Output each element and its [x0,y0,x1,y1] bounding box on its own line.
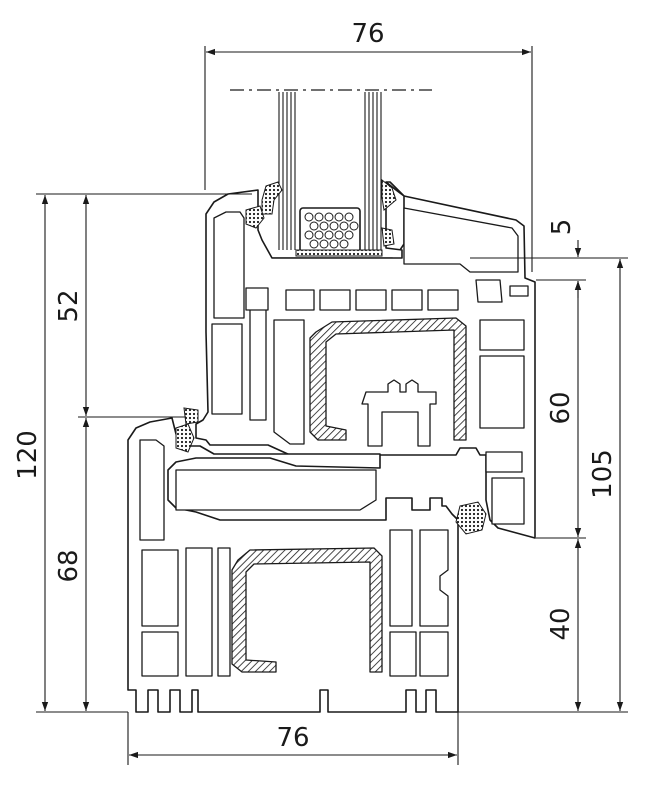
glass-seal [295,249,383,257]
sash-profile [195,181,536,539]
sash-outer-seal [245,205,265,229]
dim-top-width: 76 [204,19,533,272]
frame-profile [127,417,459,713]
dim-right-total-label: 105 [588,449,618,499]
outer-glass-pane [278,92,296,250]
frame-outer-seal [175,423,195,453]
sash-steel-reinforcement [309,317,467,441]
outer-glazing-gasket [261,181,283,215]
center-seal [455,501,487,535]
gaskets [175,178,487,535]
dim-right-upper: 60 [546,281,582,537]
dim-right-total: 105 [588,259,624,711]
dim-right-upper-label: 60 [546,391,576,424]
dim-left-upper: 52 [54,195,90,416]
dim-right-lower: 40 [546,539,582,711]
dim-bottom-width-label: 76 [276,723,309,753]
dim-top-width-label: 76 [351,19,384,49]
dim-left-lower: 68 [54,418,90,711]
spacer-bar [299,207,361,253]
dim-left-total-label: 120 [13,430,43,480]
dim-left-upper-label: 52 [54,289,84,322]
dim-right-lower-label: 40 [546,607,576,640]
dim-bottom-width: 76 [127,712,459,765]
dim-left-lower-label: 68 [54,549,84,582]
dim-left-total: 120 [13,195,49,711]
inner-glass-pane [364,92,382,250]
dim-right-glass-rebate-label: 5 [547,219,577,236]
frame-steel-reinforcement [231,547,383,673]
inner-glazing-gasket [381,178,397,211]
